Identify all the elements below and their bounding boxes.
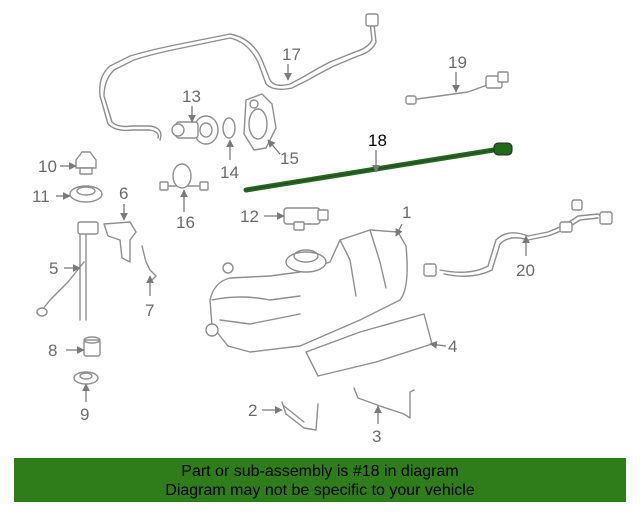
callout-12[interactable]: 12 bbox=[240, 207, 259, 226]
callout-11[interactable]: 11 bbox=[32, 187, 50, 206]
callout-5[interactable]: 5 bbox=[49, 259, 58, 278]
callout-18[interactable]: 18 bbox=[368, 131, 387, 150]
part-19-sensor[interactable] bbox=[405, 71, 509, 105]
part-2-strap[interactable] bbox=[281, 401, 319, 431]
part-9-clamp[interactable] bbox=[73, 371, 99, 385]
part-12-valve[interactable] bbox=[283, 207, 329, 231]
callout-7[interactable]: 7 bbox=[145, 301, 154, 320]
callout-17[interactable]: 17 bbox=[282, 45, 301, 64]
part-16-ring[interactable] bbox=[159, 163, 209, 191]
callout-3[interactable]: 3 bbox=[372, 427, 381, 446]
callout-8[interactable]: 8 bbox=[48, 341, 57, 360]
info-banner: Part or sub-assembly is #18 in diagram D… bbox=[14, 458, 626, 502]
part-8-fitting[interactable] bbox=[83, 336, 101, 357]
callout-20[interactable]: 20 bbox=[516, 261, 535, 280]
callout-4[interactable]: 4 bbox=[448, 337, 457, 356]
callout-labels: 17 19 13 14 15 18 10 11 16 6 7 5 12 1 4 … bbox=[32, 45, 535, 446]
part-1-fuel-tank[interactable] bbox=[205, 229, 408, 353]
part-20-harness[interactable] bbox=[423, 199, 613, 277]
callout-9[interactable]: 9 bbox=[80, 405, 89, 424]
part-14-seal[interactable] bbox=[222, 117, 236, 139]
part-10-cap[interactable] bbox=[75, 151, 97, 175]
callout-2[interactable]: 2 bbox=[248, 401, 257, 420]
part-13-filler-neck[interactable] bbox=[171, 115, 219, 145]
callout-15[interactable]: 15 bbox=[280, 149, 299, 168]
leader-lines bbox=[56, 64, 530, 424]
part-17-hose[interactable] bbox=[99, 13, 379, 141]
parts-diagram: 17 19 13 14 15 18 10 11 16 6 7 5 12 1 4 … bbox=[32, 13, 613, 446]
banner-line-part-info: Part or sub-assembly is #18 in diagram bbox=[181, 463, 459, 480]
callout-13[interactable]: 13 bbox=[182, 87, 201, 106]
callout-19[interactable]: 19 bbox=[448, 53, 467, 72]
part-3-strap[interactable] bbox=[353, 387, 415, 419]
callout-6[interactable]: 6 bbox=[119, 184, 128, 203]
banner-line-disclaimer: Diagram may not be specific to your vehi… bbox=[165, 482, 475, 499]
part-6-bracket[interactable] bbox=[103, 221, 137, 263]
callout-14[interactable]: 14 bbox=[220, 163, 239, 182]
part-15-pump-module[interactable] bbox=[243, 93, 277, 151]
part-11-grommet[interactable] bbox=[69, 185, 103, 203]
callout-1[interactable]: 1 bbox=[402, 203, 411, 222]
part-7-clip[interactable] bbox=[141, 245, 157, 283]
part-5-sender[interactable] bbox=[36, 221, 99, 321]
callout-10[interactable]: 10 bbox=[38, 157, 57, 176]
callout-16[interactable]: 16 bbox=[176, 213, 195, 232]
